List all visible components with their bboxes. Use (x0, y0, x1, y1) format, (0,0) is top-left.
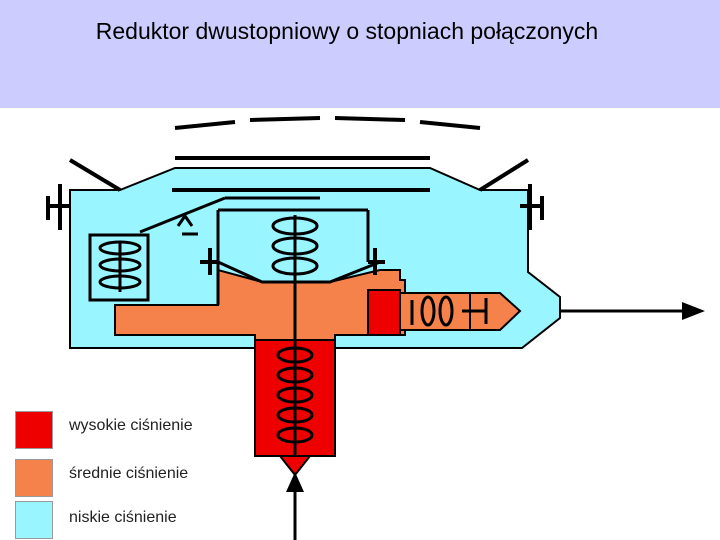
page-title: Reduktor dwustopniowy o stopniach połącz… (95, 18, 599, 44)
legend-swatch-high (15, 411, 53, 449)
outlet-arrow-head (682, 302, 705, 320)
inlet-spring (276, 346, 314, 444)
legend-label-low: niskie ciśnienie (69, 509, 177, 526)
title-bar: Reduktor dwustopniowy o stopniach połącz… (0, 0, 720, 108)
lever (139, 196, 320, 236)
left-spring (98, 240, 142, 292)
legend-swatch-low (15, 501, 53, 539)
legend-label-medium: średnie ciśnienie (69, 465, 189, 482)
legend-swatch-medium (15, 459, 53, 497)
center-spring (271, 215, 319, 456)
inlet-arrow-head (286, 472, 304, 492)
flange-clamps (46, 184, 544, 275)
outlet-valve-spring (410, 295, 488, 327)
diaphragm-lines (68, 116, 530, 192)
legend-label-high: wysokie ciśnienie (69, 417, 193, 434)
outlet-valve-tip (469, 292, 522, 331)
high-pressure-valve-chamber (367, 289, 401, 336)
medium-pressure-chamber (114, 268, 406, 341)
